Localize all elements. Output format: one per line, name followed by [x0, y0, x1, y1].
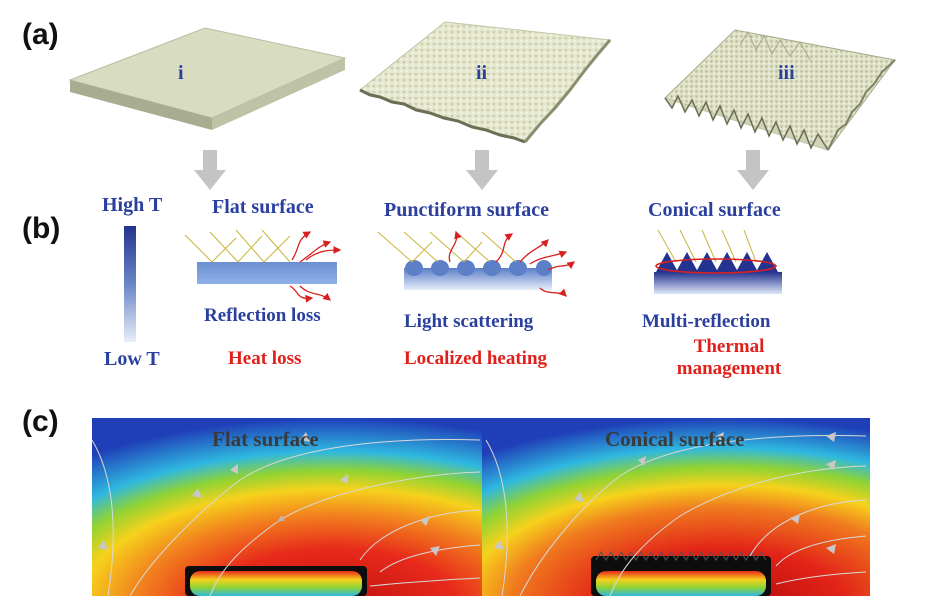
punctiform-thermal-label: Localized heating [404, 348, 548, 369]
flat-heat-map [91, 418, 482, 597]
conical-thermal-line2: management [676, 358, 782, 379]
down-arrow-icon [194, 150, 226, 190]
flat-surface-schematic [184, 229, 342, 303]
surface-i-label: i [178, 62, 184, 84]
conical-surface-schematic [654, 229, 782, 294]
flat-thermal-label: Heat loss [228, 348, 302, 369]
sim-left-title: Flat surface [212, 427, 319, 451]
down-arrow-icon [466, 150, 498, 190]
temp-high-label: High T [102, 194, 163, 216]
surface-ii-label: ii [476, 62, 488, 84]
conical-heat-map [482, 418, 870, 597]
panel-label-c: (c) [22, 405, 59, 438]
down-arrow-icon [737, 150, 769, 190]
surface-iii-label: iii [778, 62, 795, 84]
panel-label-b: (b) [22, 212, 61, 245]
flat-effect-label: Reflection loss [204, 305, 321, 326]
punctiform-effect-label: Light scattering [404, 311, 534, 332]
conical-effect-label: Multi-reflection [642, 311, 771, 332]
conical-surface-title: Conical surface [648, 199, 781, 221]
punctiform-surface-schematic [377, 230, 576, 297]
punctiform-surface-title: Punctiform surface [384, 199, 549, 221]
conical-thermal-line1: Thermal [693, 336, 765, 357]
panel-label-a: (a) [22, 18, 59, 51]
flat-surface-title: Flat surface [212, 196, 314, 218]
temp-low-label: Low T [104, 348, 160, 370]
sim-right-title: Conical surface [605, 427, 745, 451]
